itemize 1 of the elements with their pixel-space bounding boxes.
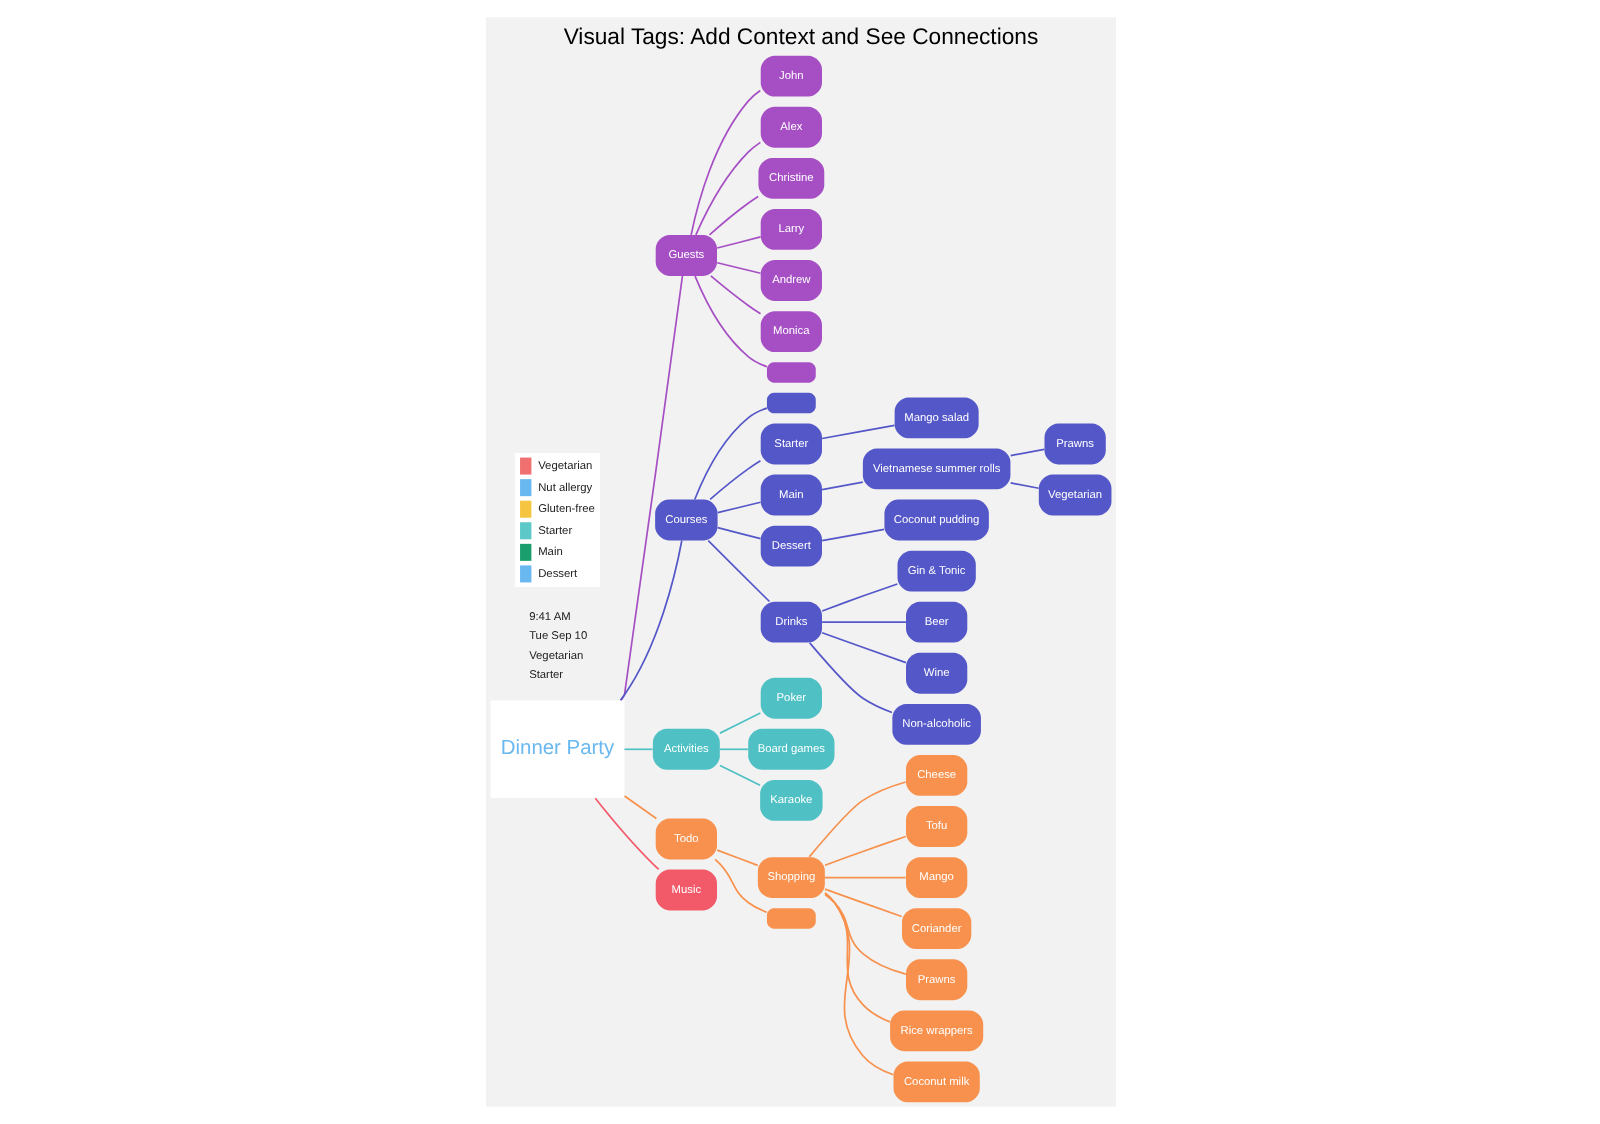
diagram-title: Visual Tags: Add Context and See Connections bbox=[562, 26, 1038, 51]
